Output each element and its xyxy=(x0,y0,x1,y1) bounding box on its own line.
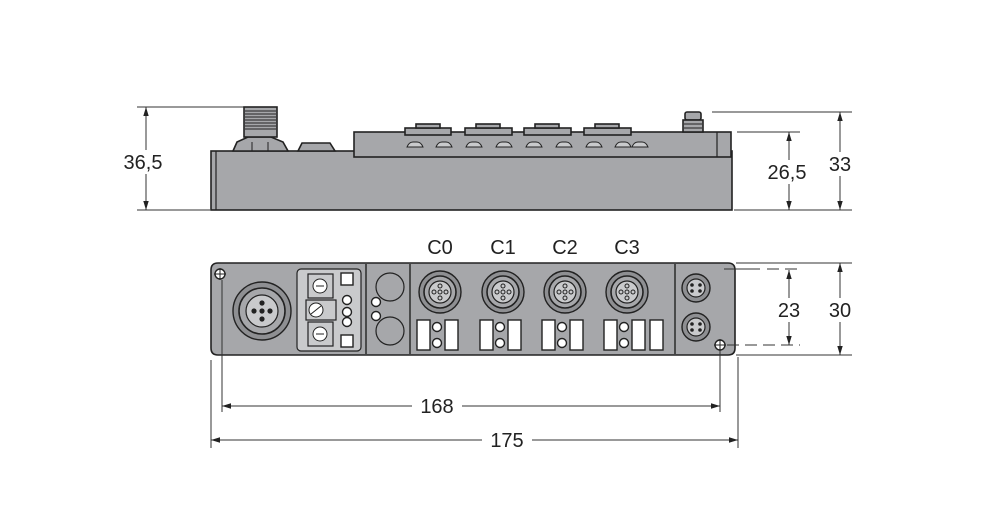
port-label-c3: C3 xyxy=(614,237,640,259)
dim-total-height: 36,5 xyxy=(124,152,163,174)
port-caps xyxy=(404,123,632,136)
port-c0-leds xyxy=(416,319,459,351)
dim-height-with-connector: 33 xyxy=(829,154,851,176)
port-c3-connector-icon xyxy=(605,270,649,314)
dim-height: 30 xyxy=(829,300,851,322)
front-view: C0 C1 C2 C3 xyxy=(210,237,858,452)
dim-hole-spacing-vertical: 23 xyxy=(778,300,800,322)
mounting-hole-icon xyxy=(214,268,226,280)
bus-port-in-icon xyxy=(681,273,711,303)
port-label-c2: C2 xyxy=(552,237,578,259)
mounting-hole-icon xyxy=(714,339,726,351)
power-connector-icon xyxy=(232,281,292,341)
port-label-c0: C0 xyxy=(427,237,453,259)
port-c2-leds xyxy=(541,319,584,351)
dim-hole-spacing-horizontal: 168 xyxy=(420,396,453,418)
port-c1-connector-icon xyxy=(481,270,525,314)
power-connector-side xyxy=(231,106,290,152)
housing-side xyxy=(210,150,733,211)
dim-body-height: 26,5 xyxy=(768,162,807,184)
port-c0-connector-icon xyxy=(418,270,462,314)
port-c1-leds xyxy=(479,319,522,351)
port-c2-connector-icon xyxy=(543,270,587,314)
led-bumps xyxy=(406,141,649,148)
side-view: 36,5 26,5 33 xyxy=(112,106,856,211)
dim-total-length: 175 xyxy=(490,430,523,452)
port-label-c1: C1 xyxy=(490,237,516,259)
rotary-switch-block[interactable] xyxy=(296,268,362,352)
switch-cover-side xyxy=(296,142,337,152)
status-leds xyxy=(370,272,405,346)
port-c3-leds xyxy=(603,319,664,351)
bus-connector-side xyxy=(682,111,704,133)
bus-port-out-icon xyxy=(681,312,711,342)
